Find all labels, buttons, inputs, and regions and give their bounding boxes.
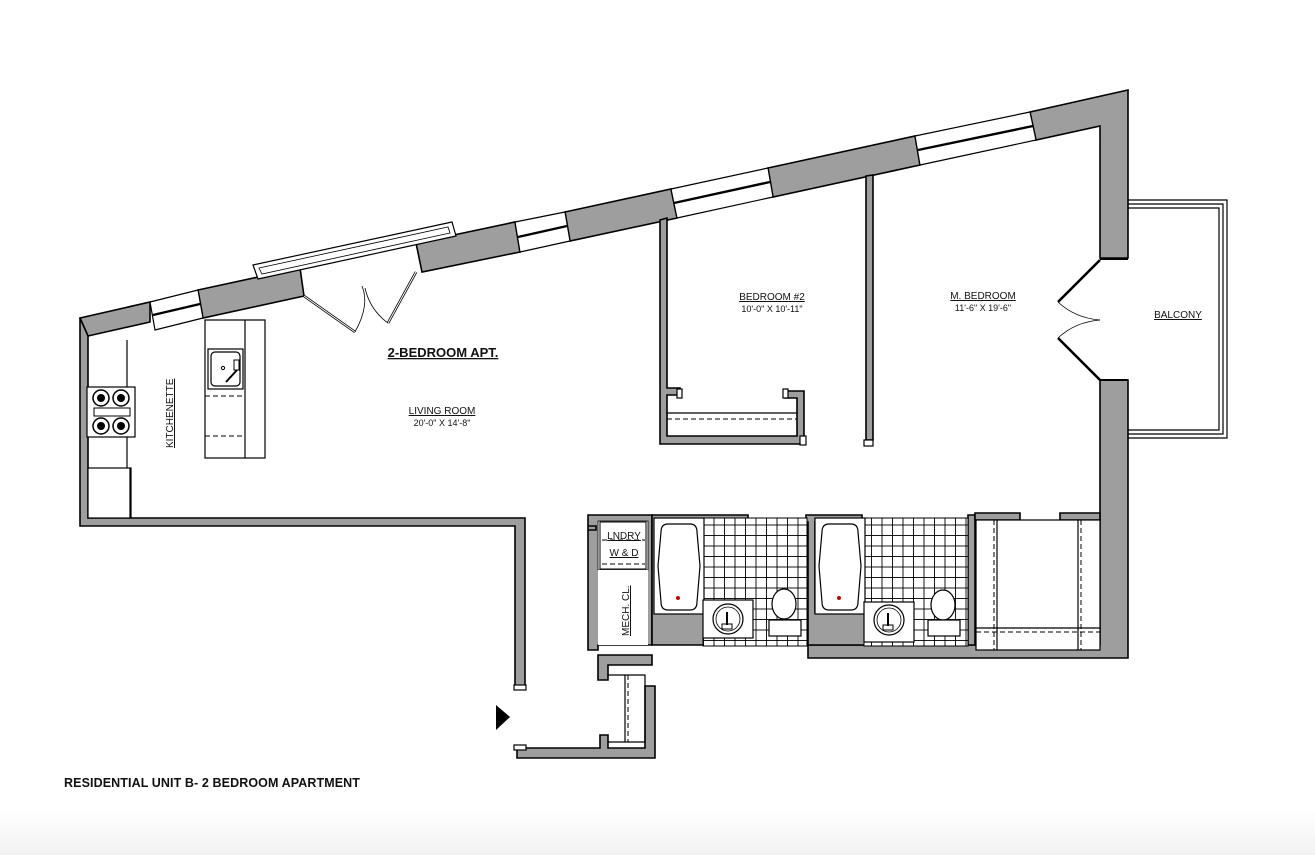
room-label-balcony: BALCONY: [1154, 310, 1202, 321]
room-label-master-bedroom: M. BEDROOM: [950, 291, 1016, 302]
unit-title: 2-BEDROOM APT.: [388, 345, 499, 360]
room-label-washer-dryer: W & D: [610, 548, 639, 559]
room-label-mech-closet: MECH. CL.: [621, 585, 632, 636]
bedroom-partition: [863, 174, 874, 447]
bathroom-1: [653, 517, 802, 639]
room-dimensions-bedroom2: 10'-0" X 10'-11": [741, 304, 802, 314]
stove-icon: [86, 386, 136, 438]
walk-in-closet: [975, 519, 1101, 651]
bathroom-2: [814, 517, 961, 643]
balcony-railing: [1128, 199, 1228, 439]
west-wall: [79, 317, 526, 689]
room-label-bedroom2: BEDROOM #2: [739, 292, 805, 303]
page-bottom-fade: [0, 810, 1315, 855]
bathtub-icon: [657, 523, 701, 611]
room-label-kitchenette: KITCHENETTE: [165, 378, 176, 448]
bedroom2-walls: [659, 216, 807, 446]
north-windows: [149, 111, 1037, 331]
entry-arrow-icon: [496, 705, 510, 730]
room-dimensions-living: 20'-0" X 14'-8": [414, 418, 471, 428]
laundry-closet: [602, 539, 645, 565]
plan-caption: RESIDENTIAL UNIT B- 2 BEDROOM APARTMENT: [64, 776, 361, 790]
toilet-icon: [930, 589, 956, 621]
bathtub-icon: [818, 523, 862, 611]
entry-walls: [513, 654, 656, 759]
kitchenette: KITCHENETTE: [86, 319, 266, 519]
room-label-living: LIVING ROOM: [409, 406, 476, 417]
living-room-french-doors[interactable]: [303, 271, 418, 334]
room-label-laundry: LNDRY: [607, 531, 641, 542]
toilet-icon: [771, 588, 797, 620]
planter-ledge: [252, 221, 457, 280]
kitchen-sink-icon: [207, 348, 244, 390]
room-dimensions-master-bedroom: 11'-6" X 19'-6": [955, 303, 1011, 313]
balcony-french-doors[interactable]: [1057, 258, 1128, 381]
